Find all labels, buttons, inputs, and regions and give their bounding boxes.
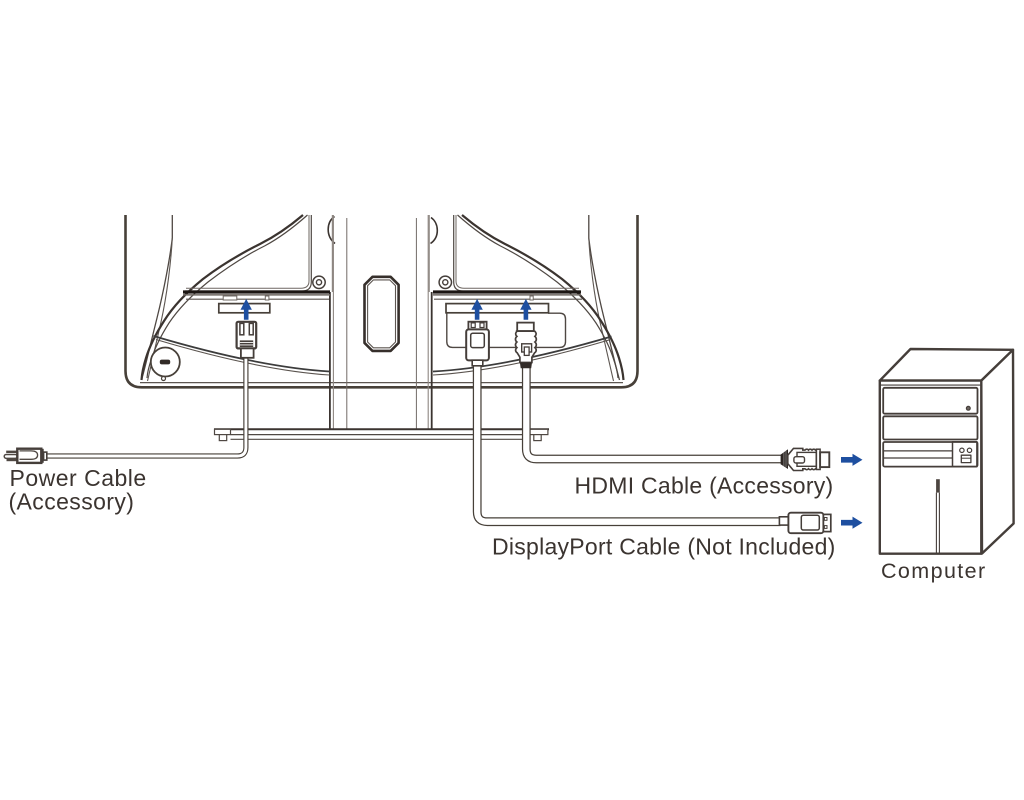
svg-text:DisplayPort Cable (Not Include: DisplayPort Cable (Not Included) bbox=[492, 534, 836, 560]
svg-text:Power Cable: Power Cable bbox=[10, 465, 147, 491]
svg-text:HDMI Cable (Accessory): HDMI Cable (Accessory) bbox=[575, 473, 834, 499]
svg-text:(Accessory): (Accessory) bbox=[9, 489, 135, 515]
svg-text:Computer: Computer bbox=[881, 559, 987, 583]
